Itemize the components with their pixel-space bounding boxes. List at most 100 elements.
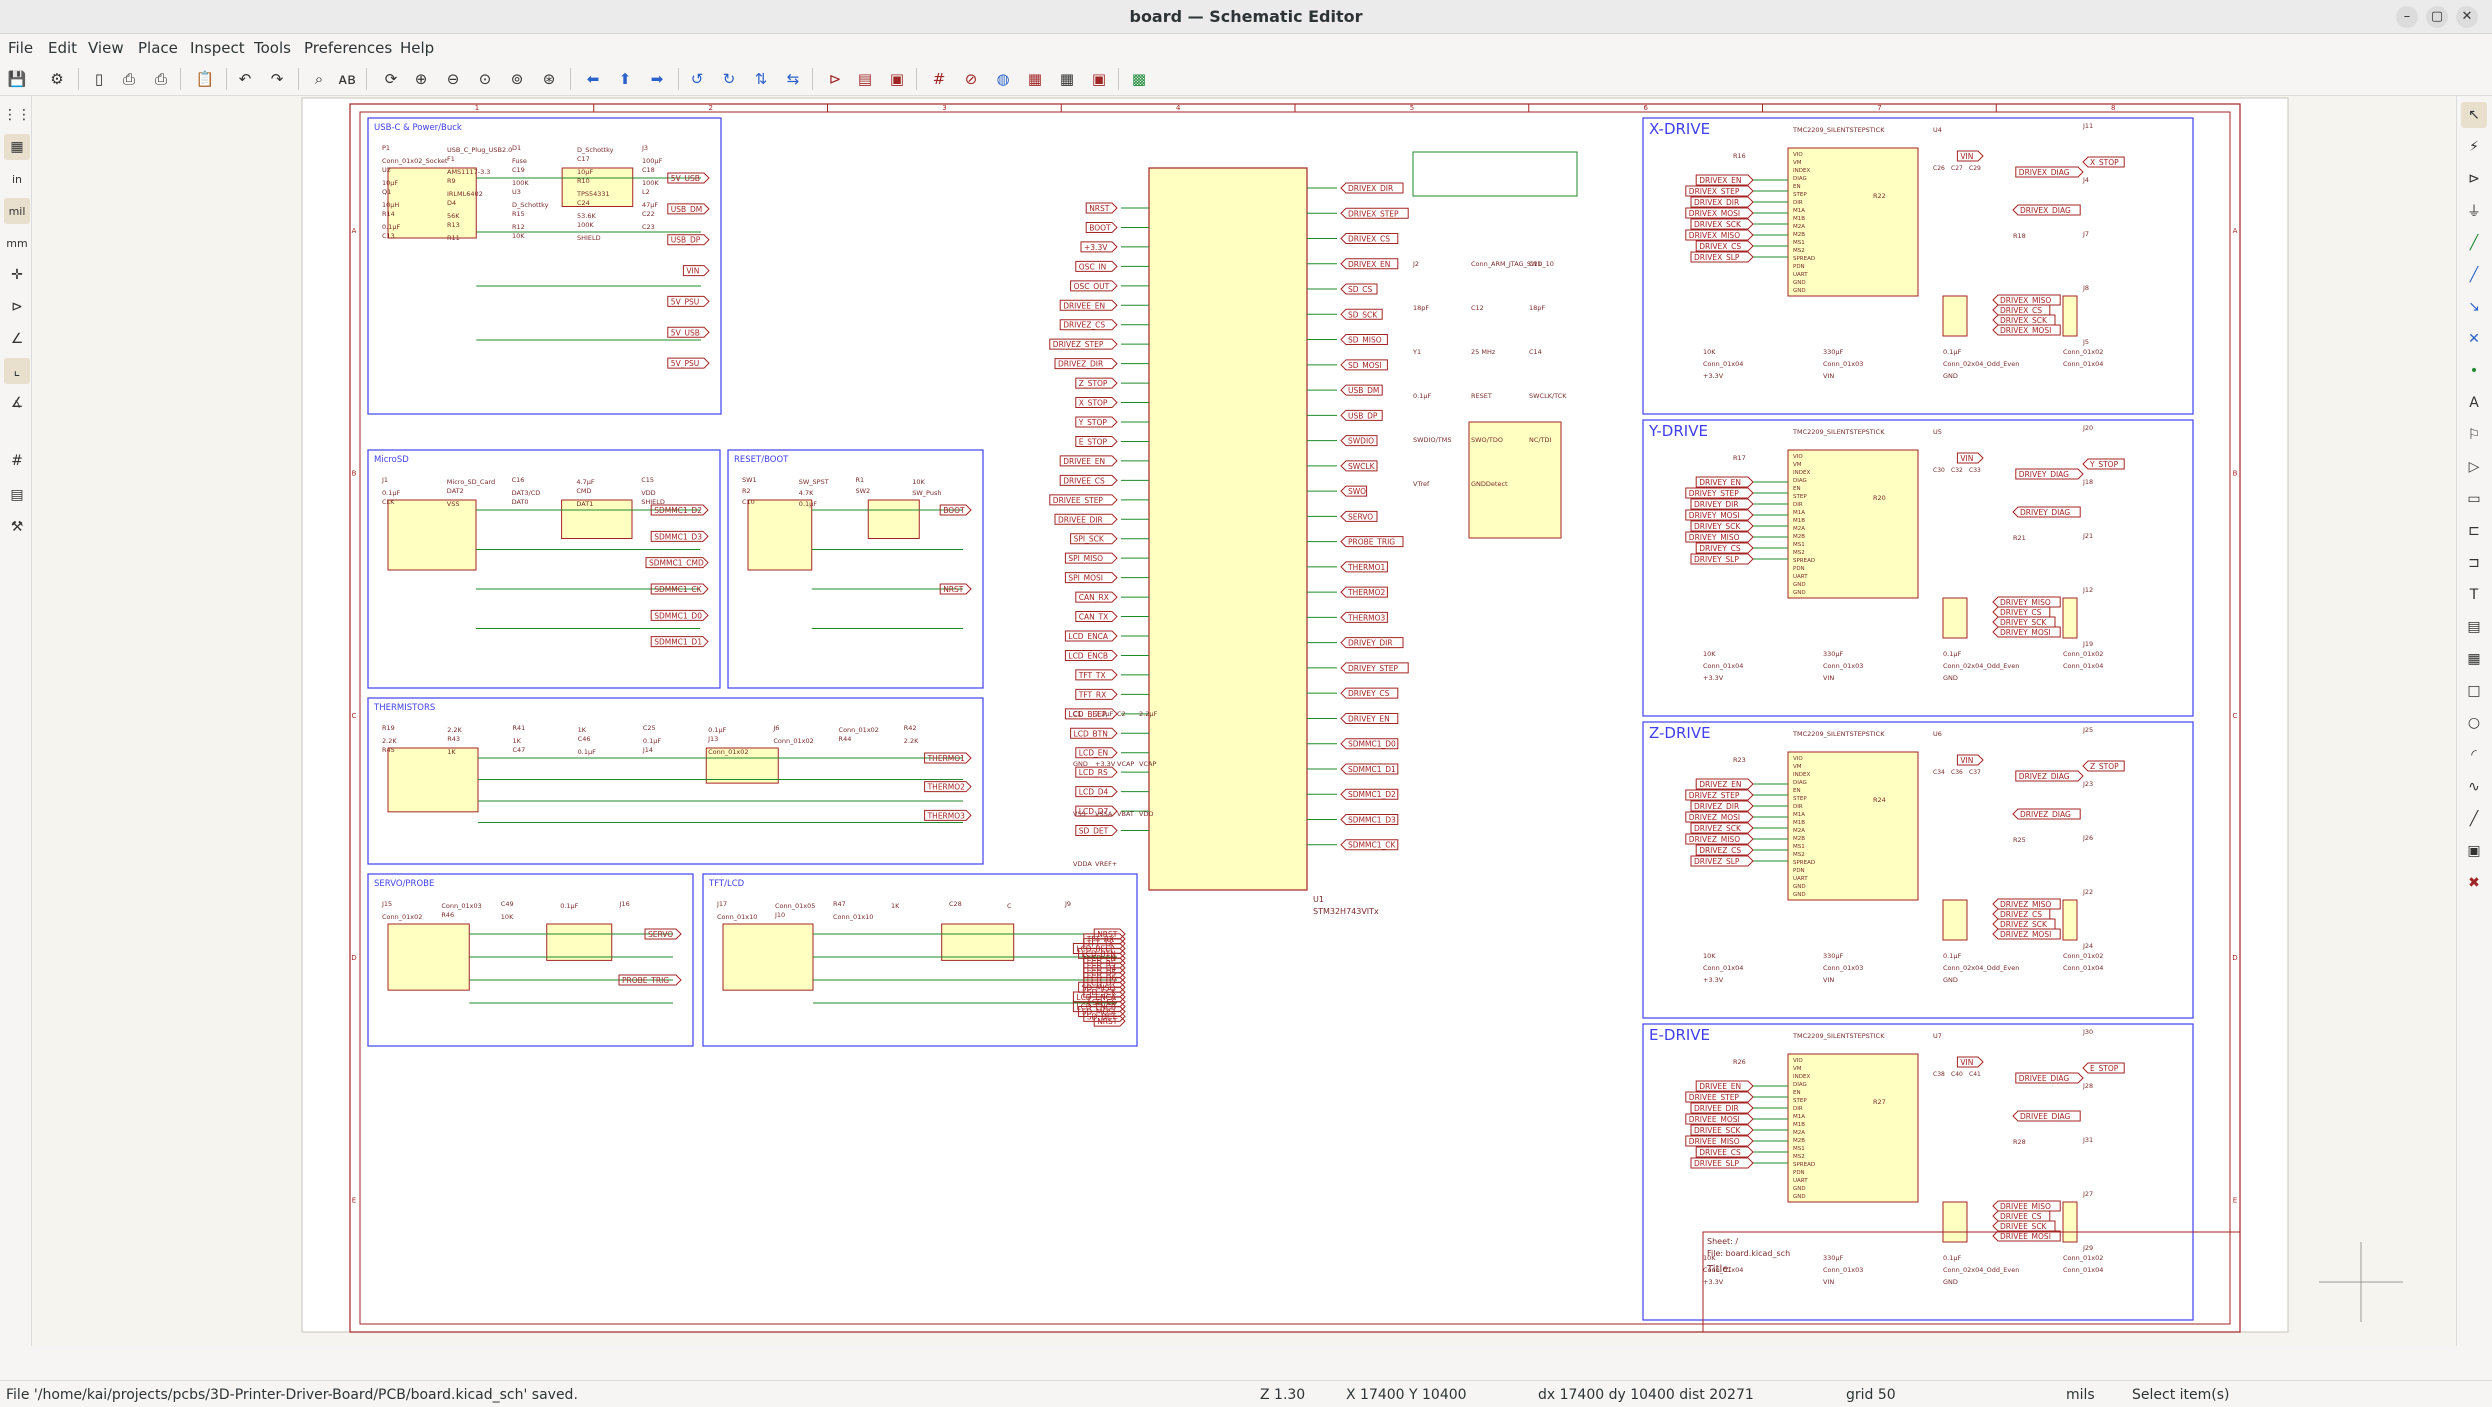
zoom-in-icon[interactable]: ⊕ xyxy=(414,70,428,88)
select-icon[interactable]: ↖ xyxy=(2461,102,2487,128)
schematic-setup-icon[interactable]: ⚙ xyxy=(50,70,64,88)
menu-view[interactable]: View xyxy=(88,39,124,57)
hidden-pins-icon[interactable]: ⊳ xyxy=(11,299,23,315)
add-rectangle-icon[interactable]: □ xyxy=(2467,683,2481,699)
navigate-up-icon[interactable]: ⬆ xyxy=(618,70,632,88)
net-label-icon[interactable]: A xyxy=(2469,395,2479,411)
properties-panel-icon[interactable]: ▤ xyxy=(10,487,24,503)
simulator-icon[interactable]: ▣ xyxy=(1091,70,1107,88)
mirror-v-icon[interactable]: ⇅ xyxy=(754,70,768,88)
annotate-icon[interactable]: # xyxy=(932,70,946,88)
driver-pin: SPREAD xyxy=(1793,558,1815,564)
add-text-icon[interactable]: T xyxy=(2469,587,2479,603)
units-mm-icon[interactable]: mm xyxy=(6,236,28,250)
add-symbol-icon[interactable]: ⊳ xyxy=(2468,171,2480,187)
net-label-text: NRST xyxy=(1089,204,1110,213)
hier-sheet-icon[interactable]: ▭ xyxy=(2467,491,2481,507)
zoom-selection-icon[interactable]: ⊛ xyxy=(542,70,556,88)
driver-ref: U5 xyxy=(1933,428,1942,436)
add-line-icon[interactable]: ╱ xyxy=(2469,811,2479,827)
driver-pin: STEP xyxy=(1793,1098,1807,1104)
pcb-editor-icon[interactable]: ▩ xyxy=(1131,70,1147,88)
sheet-pin-icon[interactable]: ⊐ xyxy=(2468,555,2480,571)
frame-row-label: D xyxy=(2232,954,2237,962)
redo-icon[interactable]: ↷ xyxy=(270,70,284,88)
page-settings-icon[interactable]: ▯ xyxy=(94,70,104,88)
bus-angle-icon[interactable]: ⌞ xyxy=(4,358,30,384)
find-icon[interactable]: ⌕ xyxy=(314,70,324,88)
cursor-full-icon[interactable]: ✛ xyxy=(11,267,23,283)
symbol-browser-icon[interactable]: ▤ xyxy=(857,70,873,88)
global-label-icon[interactable]: ⚐ xyxy=(2467,427,2481,443)
add-textbox-icon[interactable]: ▤ xyxy=(2467,619,2481,635)
navigate-back-icon[interactable]: ⬅ xyxy=(586,70,600,88)
zoom-fit-icon[interactable]: ⊙ xyxy=(478,70,492,88)
menu-inspect[interactable]: Inspect xyxy=(190,39,245,57)
part-text: C23 xyxy=(642,223,655,231)
navigate-forward-icon[interactable]: ➡ xyxy=(650,70,664,88)
paste-icon[interactable]: 📋 xyxy=(195,70,215,88)
edit-fields-icon[interactable]: ▦ xyxy=(1059,70,1075,88)
wire-angle-icon[interactable]: ∠ xyxy=(10,331,24,347)
no-connect-icon[interactable]: ✕ xyxy=(2468,331,2480,347)
menu-file[interactable]: File xyxy=(8,39,34,57)
driver-part: TMC2209_SILENTSTEPSTICK xyxy=(1792,428,1885,436)
net-label-text: SDMMC1_D2 xyxy=(654,506,702,515)
maximize-button[interactable]: ▢ xyxy=(2426,6,2448,28)
menu-tools[interactable]: Tools xyxy=(254,39,291,57)
menu-preferences[interactable]: Preferences xyxy=(304,39,393,57)
refresh-icon[interactable]: ⟳ xyxy=(384,70,398,88)
net-label-text: DRIVEY_MISO xyxy=(1689,533,1740,542)
print-icon[interactable]: ⎙ xyxy=(122,70,135,88)
zoom-out-icon[interactable]: ⊖ xyxy=(446,70,460,88)
annotate-icon[interactable]: # xyxy=(11,453,23,469)
footprint-editor-icon[interactable]: ▣ xyxy=(889,70,905,88)
add-circle-icon[interactable]: ○ xyxy=(2467,715,2481,731)
rotate-ccw-icon[interactable]: ↺ xyxy=(690,70,704,88)
hierarchy-icon[interactable]: ⚒ xyxy=(10,519,24,535)
mirror-h-icon[interactable]: ⇆ xyxy=(786,70,800,88)
menu-help[interactable]: Help xyxy=(400,39,435,57)
free-angle-icon[interactable]: ∡ xyxy=(10,395,24,411)
highlight-net-icon[interactable]: ⚡ xyxy=(2469,139,2479,155)
junction-icon[interactable]: • xyxy=(2469,363,2479,379)
grid-overlay-icon[interactable]: ▦ xyxy=(4,134,30,160)
add-table-icon[interactable]: ▦ xyxy=(2467,651,2481,667)
save-icon[interactable]: 💾 xyxy=(7,70,27,88)
rotate-cw-icon[interactable]: ↻ xyxy=(722,70,736,88)
add-bus-icon[interactable]: ╱ xyxy=(2469,267,2479,283)
menu-edit[interactable]: Edit xyxy=(48,39,78,57)
add-arc-icon[interactable]: ◜ xyxy=(2471,747,2477,763)
add-wire-icon[interactable]: ╱ xyxy=(2469,235,2479,251)
minimize-button[interactable]: – xyxy=(2396,6,2418,28)
units-mil-icon[interactable]: mil xyxy=(4,198,30,224)
symbol-editor-icon[interactable]: ⊳ xyxy=(828,70,842,88)
net-label-text: DRIVEZ_SCK xyxy=(1694,824,1742,833)
delete-tool-icon[interactable]: ✖ xyxy=(2468,875,2480,891)
assign-footprints-icon[interactable]: ◍ xyxy=(996,70,1010,88)
close-button[interactable]: ✕ xyxy=(2456,6,2478,28)
driver-conn-ref: J24 xyxy=(2082,942,2093,950)
hier-label-icon[interactable]: ▷ xyxy=(2468,459,2480,475)
mcu-misc-text: VDD xyxy=(1139,810,1153,818)
grid-dots-icon[interactable]: ⋮⋮ xyxy=(3,107,31,123)
add-bezier-icon[interactable]: ∿ xyxy=(2468,779,2480,795)
net-label xyxy=(1992,304,2051,316)
net-label xyxy=(1070,280,1118,292)
wire-to-bus-icon[interactable]: ↘ xyxy=(2468,299,2480,315)
find-replace-icon[interactable]: ᴀʙ xyxy=(338,70,356,88)
zoom-objects-icon[interactable]: ⊚ xyxy=(510,70,524,88)
units-inch-icon[interactable]: in xyxy=(11,172,23,186)
plot-icon[interactable]: ⎙ xyxy=(154,70,167,88)
add-image-icon[interactable]: ▣ xyxy=(2467,843,2481,859)
import-sheet-pin-icon[interactable]: ⊏ xyxy=(2468,523,2480,539)
bom-icon[interactable]: ▦ xyxy=(1027,70,1043,88)
mcu-misc-text: VBAT xyxy=(1117,810,1134,818)
undo-icon[interactable]: ↶ xyxy=(238,70,252,88)
erc-icon[interactable]: ⊘ xyxy=(964,70,978,88)
menu-place[interactable]: Place xyxy=(138,39,178,57)
add-power-icon[interactable]: ⏚ xyxy=(2467,204,2481,220)
